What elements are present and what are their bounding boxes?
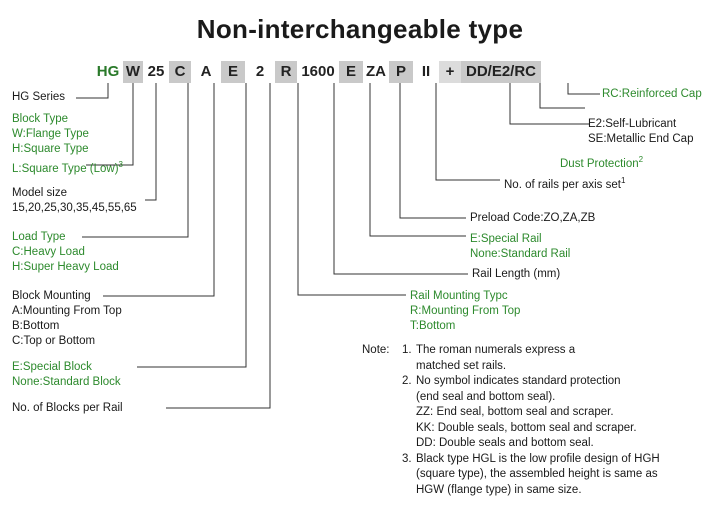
code-roman: II bbox=[413, 61, 439, 83]
special-block-none: None:Standard Block bbox=[12, 376, 121, 388]
special-block-e: E:Special Block bbox=[12, 361, 92, 373]
special-rail-none: None:Standard Rail bbox=[470, 248, 571, 260]
note-1-body: The roman numerals express a matched set… bbox=[416, 343, 575, 374]
code-model-size: 25 bbox=[143, 61, 169, 83]
model-size-heading: Model size bbox=[12, 187, 67, 199]
label-block-type: Block Type W:Flange Type H:Square Type L… bbox=[12, 112, 123, 177]
block-mounting-c: C:Top or Bottom bbox=[12, 335, 96, 347]
note-line: ZZ: End seal, bottom seal and scraper. bbox=[416, 406, 614, 418]
note-2-number: 2. bbox=[402, 375, 412, 387]
rail-mounting-r: R:Mounting From Top bbox=[410, 305, 521, 317]
notes-block: Note: 1. The roman numerals express a ma… bbox=[362, 343, 660, 498]
note-line: HGW (flange type) in same size. bbox=[416, 483, 582, 496]
code-series: HG bbox=[93, 61, 123, 83]
special-rail-e: E:Special Rail bbox=[470, 233, 542, 245]
note-1: Note: 1. The roman numerals express a ma… bbox=[362, 343, 660, 374]
dust-protection-note: 2 bbox=[638, 155, 644, 164]
label-dust-protection: Dust Protection2 bbox=[560, 152, 643, 172]
code-block-mounting: A bbox=[191, 61, 221, 83]
diagram-title: Non-interchangeable type bbox=[196, 14, 524, 44]
block-type-l: L:Square Type (Low) bbox=[12, 162, 119, 175]
self-lubricant-se: SE:Metallic End Cap bbox=[588, 133, 694, 145]
block-mounting-b: B:Bottom bbox=[12, 320, 60, 332]
self-lubricant-e2: E2:Self-Lubricant bbox=[588, 118, 677, 130]
note-line: (end seal and bottom seal). bbox=[416, 390, 556, 403]
note-line: KK: Double seals, bottom seal and scrape… bbox=[416, 421, 637, 434]
code-rail-length: 1600 bbox=[297, 61, 339, 83]
code-block-type: W bbox=[123, 61, 143, 83]
rail-mounting-heading: Rail Mounting Typc bbox=[410, 290, 508, 302]
note-line: The roman numerals express a bbox=[416, 344, 576, 356]
label-special-block: E:Special Block None:Standard Block bbox=[12, 360, 121, 390]
rails-per-axis-text: No. of rails per axis set bbox=[504, 178, 621, 191]
note-line: No symbol indicates standard protection bbox=[416, 375, 621, 387]
load-type-c: C:Heavy Load bbox=[12, 246, 85, 258]
code-rails-per-axis: P bbox=[389, 61, 413, 83]
block-type-l-note: 3 bbox=[118, 160, 123, 169]
code-preload: ZA bbox=[363, 61, 389, 83]
code-rail-mounting: R bbox=[275, 61, 297, 83]
notes-heading: Note: bbox=[362, 344, 390, 356]
label-rails-per-axis: No. of rails per axis set1 bbox=[504, 173, 625, 193]
label-reinforced-cap: RC:Reinforced Cap bbox=[602, 88, 702, 100]
label-preload: Preload Code:ZO,ZA,ZB bbox=[470, 212, 596, 224]
code-special-rail: E bbox=[339, 61, 363, 83]
code-blocks-per-rail: 2 bbox=[245, 61, 275, 83]
note-3: 3. Black type HGL is the low profile des… bbox=[362, 452, 660, 499]
block-mounting-heading: Block Mounting bbox=[12, 290, 91, 302]
block-mounting-a: A:Mounting From Top bbox=[12, 305, 122, 317]
label-model-size: Model size 15,20,25,30,35,45,55,65 bbox=[12, 186, 137, 216]
rails-per-axis-note: 1 bbox=[620, 176, 626, 185]
model-size-values: 15,20,25,30,35,45,55,65 bbox=[12, 202, 137, 214]
label-special-rail: E:Special Rail None:Standard Rail bbox=[470, 232, 570, 262]
code-special-block: E bbox=[221, 61, 245, 83]
block-type-l-row: L:Square Type (Low)3 bbox=[12, 157, 123, 177]
block-type-w: W:Flange Type bbox=[12, 128, 89, 140]
note-line: DD: Double seals and bottom seal. bbox=[416, 437, 594, 449]
note-3-number: 3. bbox=[402, 452, 412, 465]
note-3-body: Black type HGL is the low profile design… bbox=[416, 452, 660, 499]
model-code-bar: HG W 25 C A E 2 R 1600 E ZA P II + DD/E2… bbox=[93, 61, 541, 83]
label-self-lubricant: E2:Self-Lubricant SE:Metallic End Cap bbox=[588, 117, 693, 147]
note-line: matched set rails. bbox=[416, 359, 507, 372]
rail-mounting-t: T:Bottom bbox=[410, 320, 456, 332]
note-line: Black type HGL is the low profile design… bbox=[416, 452, 660, 465]
label-blocks-per-rail: No. of Blocks per Rail bbox=[12, 402, 123, 414]
code-plus: + bbox=[439, 61, 461, 83]
note-line: (square type), the assembled height is s… bbox=[416, 468, 658, 480]
load-type-h: H:Super Heavy Load bbox=[12, 261, 119, 273]
note-indent bbox=[362, 374, 402, 452]
note-2-body: No symbol indicates standard protection … bbox=[416, 374, 637, 452]
label-rail-length: Rail Length (mm) bbox=[472, 268, 561, 280]
label-load-type: Load Type C:Heavy Load H:Super Heavy Loa… bbox=[12, 230, 119, 275]
code-dust-protection: DD/E2/RC bbox=[461, 61, 541, 83]
load-type-heading: Load Type bbox=[12, 231, 66, 243]
note-indent bbox=[362, 452, 402, 499]
code-load-type: C bbox=[169, 61, 191, 83]
block-type-heading: Block Type bbox=[12, 113, 69, 125]
label-block-mounting: Block Mounting A:Mounting From Top B:Bot… bbox=[12, 289, 122, 349]
note-1-number: 1. bbox=[402, 344, 412, 356]
label-hg-series: HG Series bbox=[12, 91, 66, 103]
label-rail-mounting: Rail Mounting Typc R:Mounting From Top T… bbox=[410, 289, 520, 334]
block-type-h: H:Square Type bbox=[12, 143, 89, 155]
dust-protection-text: Dust Protection bbox=[560, 157, 639, 170]
note-2: 2. No symbol indicates standard protecti… bbox=[362, 374, 660, 452]
